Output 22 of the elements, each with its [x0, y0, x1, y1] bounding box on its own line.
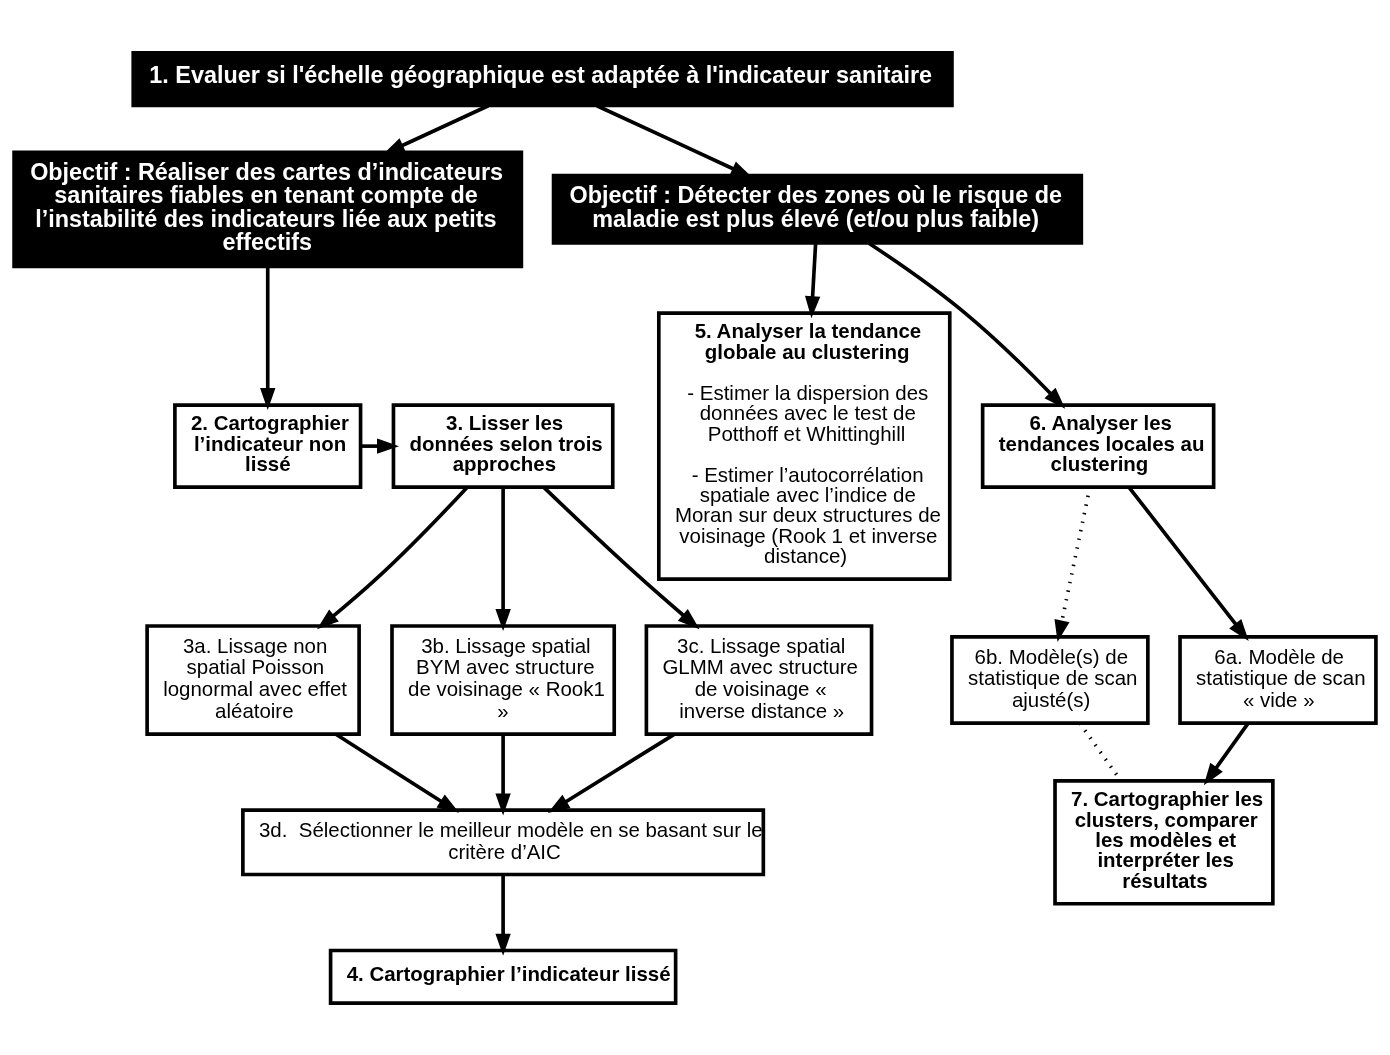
node-box: 3c. Lissage spatial GLMM avec structure de voisinage « inverse distance » — [644, 623, 874, 736]
node-box: 6. Analyser les tendances locales au clustering — [980, 402, 1216, 489]
node-box: 3. Lisser les données selon trois approches — [391, 402, 615, 489]
node-box: 7. Cartographier les clusters, comparer les modèles et interpréter les résultats — [1053, 778, 1275, 906]
node-box: 3a. Lissage non spatial Poisson lognormal avec effet aléatoire — [145, 623, 361, 736]
node-box: 6b. Modèle(s) de statistique de scan ajusté(s) — [950, 634, 1150, 725]
node-box: 6a. Modèle de statistique de scan « vide » — [1178, 634, 1378, 725]
arrow — [495, 874, 511, 956]
node-box: 1. Evaluer si l'échelle géographique est adaptée à l'indicateur sanitaire — [131, 50, 954, 107]
node-box: Objectif : Détecter des zones où le risque de maladie est plus élevé (et/ou plus faible) — [551, 173, 1084, 245]
arrow — [495, 486, 511, 631]
node-box: 3b. Lissage spatial BYM avec structure de voisinage « Rook1 » — [390, 623, 617, 736]
arrow — [495, 734, 511, 815]
arrow — [867, 241, 1066, 409]
arrow — [260, 266, 276, 410]
node-box: 3d. Sélectionner le meilleur modèle en se basant sur le critère d’AIC — [241, 807, 766, 876]
node-box: 5. Analyser la tendance globale au clustering - Estimer la dispersion des données avec le test de Potthoff et Whittinghill - Estimer l’autocorrélation spatiale avec l’indice de Moran sur deux structures de voisinage (Rook 1 et inverse distance) — [657, 310, 952, 581]
arrow — [360, 437, 399, 454]
node-box: 4. Cartographier l’indicateur lissé — [328, 948, 678, 1005]
arrow — [804, 242, 821, 318]
node-box: 2. Cartographier l’indicateur non lissé — [173, 402, 363, 489]
node-box: Objectif : Réaliser des cartes d’indicateurs sanitaires fiables en tenant compte de l’instabilité des indicateurs liée aux petits effectifs — [12, 149, 524, 268]
